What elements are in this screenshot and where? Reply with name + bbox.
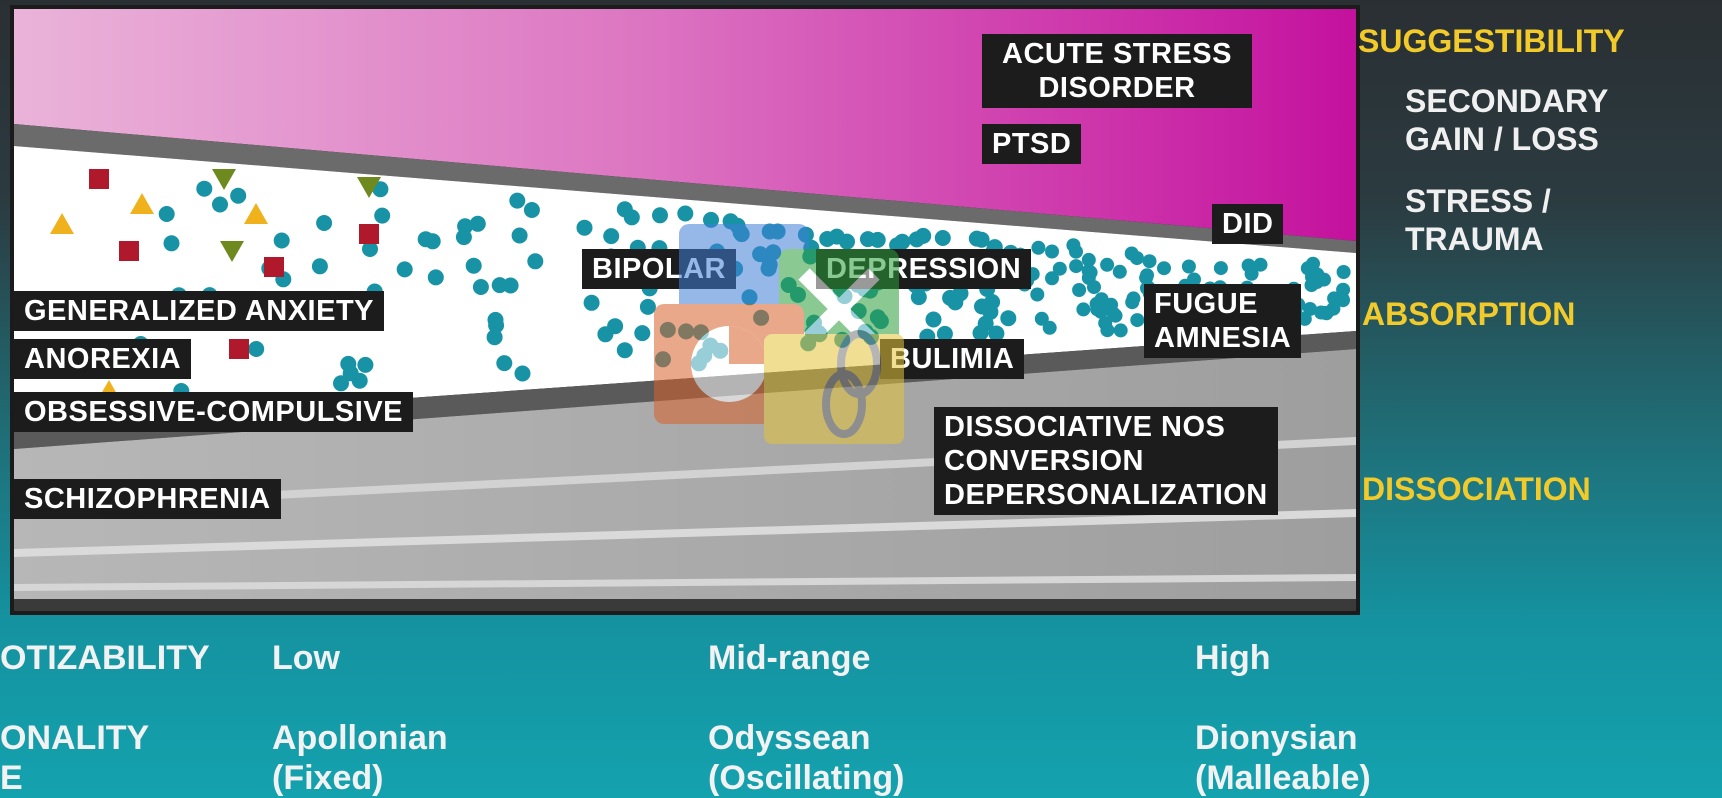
dot-marker — [1125, 295, 1139, 309]
dot-marker — [1072, 283, 1086, 297]
dot-marker — [488, 312, 504, 328]
label-generalized-anxiety: GENERALIZED ANXIETY — [14, 291, 384, 331]
scale-apollonian: Apollonian (Fixed) — [272, 718, 448, 798]
dot-marker — [1182, 260, 1196, 274]
dot-marker — [1130, 313, 1144, 327]
label-schizophrenia: SCHIZOPHRENIA — [14, 479, 281, 519]
dot-marker — [1114, 323, 1128, 337]
side-label-absorption: ABSORPTION — [1362, 295, 1575, 333]
side-label-dissociation: DISSOCIATION — [1362, 470, 1591, 508]
dot-marker — [1000, 310, 1016, 326]
side-label-stress-trauma: STRESS / TRAUMA — [1405, 182, 1551, 258]
dot-marker — [1157, 261, 1171, 275]
dot-marker — [248, 341, 264, 357]
dot-marker — [597, 326, 613, 342]
dot-marker — [1320, 306, 1334, 320]
dot-marker — [312, 258, 328, 274]
dot-marker — [496, 355, 512, 371]
dot-marker — [527, 253, 543, 269]
dot-marker — [1317, 273, 1331, 287]
dot-marker — [1254, 258, 1268, 272]
scale-row1-label: OTIZABILITY — [0, 638, 210, 678]
label-acute-stress-disorder: ACUTE STRESS DISORDER — [982, 34, 1252, 108]
dot-marker — [352, 373, 368, 389]
dot-marker — [1143, 254, 1157, 268]
scale-odyssean: Odyssean (Oscillating) — [708, 718, 904, 798]
dot-marker — [1305, 270, 1319, 284]
dot-marker — [515, 366, 531, 382]
dot-marker — [1242, 259, 1256, 273]
dot-marker — [164, 235, 180, 251]
dot-marker — [524, 202, 540, 218]
label-anorexia: ANOREXIA — [14, 339, 191, 379]
square-marker — [359, 224, 379, 244]
dot-marker — [577, 220, 593, 236]
dot-marker — [1214, 261, 1228, 275]
dot-marker — [617, 342, 633, 358]
label-obsessive-compulsive: OBSESSIVE-COMPULSIVE — [14, 392, 413, 432]
dot-marker — [584, 295, 600, 311]
dot-marker — [978, 316, 994, 332]
dot-marker — [1100, 323, 1114, 337]
dot-marker — [1031, 241, 1045, 255]
label-ptsd: PTSD — [982, 124, 1081, 164]
dot-marker — [1076, 302, 1090, 316]
dot-marker — [374, 208, 390, 224]
dot-marker — [159, 206, 175, 222]
scale-dionysian: Dionysian (Malleable) — [1195, 718, 1371, 798]
dot-marker — [1095, 292, 1109, 306]
dot-marker — [492, 277, 508, 293]
dot-marker — [316, 215, 332, 231]
dot-marker — [1045, 271, 1059, 285]
square-marker — [89, 169, 109, 189]
disorder-spectrum-diagram: ACUTE STRESS DISORDER PTSD DID BIPOLAR D… — [10, 5, 1360, 615]
dot-marker — [603, 228, 619, 244]
label-dissociative-group: DISSOCIATIVE NOS CONVERSION DEPERSONALIZ… — [934, 407, 1278, 515]
label-fugue-amnesia: FUGUE AMNESIA — [1144, 284, 1301, 358]
scale-mid-range: Mid-range — [708, 638, 870, 678]
dot-marker — [1327, 291, 1341, 305]
dot-marker — [1130, 251, 1144, 265]
dot-marker — [425, 233, 441, 249]
dot-marker — [1306, 257, 1320, 271]
side-label-suggestibility: SUGGESTIBILITY — [1358, 22, 1625, 60]
dot-marker — [274, 233, 290, 249]
dot-marker — [512, 228, 528, 244]
square-marker — [119, 241, 139, 261]
dot-marker — [428, 269, 444, 285]
square-marker — [264, 257, 284, 277]
dot-marker — [1045, 245, 1059, 259]
scale-high: High — [1195, 638, 1271, 678]
dot-marker — [1030, 288, 1044, 302]
office-suite-icon — [644, 214, 944, 464]
scale-row2-label: ONALITY E — [0, 718, 149, 798]
dot-marker — [196, 181, 212, 197]
dot-marker — [1066, 238, 1080, 252]
dot-marker — [1113, 265, 1127, 279]
label-did: DID — [1212, 204, 1283, 244]
dot-marker — [1337, 265, 1351, 279]
dot-marker — [1084, 265, 1098, 279]
dot-marker — [1069, 259, 1083, 273]
dot-marker — [509, 193, 525, 209]
dot-marker — [397, 261, 413, 277]
dot-marker — [470, 216, 486, 232]
scale-low: Low — [272, 638, 340, 678]
dot-marker — [1140, 268, 1154, 282]
dot-marker — [333, 375, 349, 391]
dot-marker — [212, 197, 228, 213]
dot-marker — [969, 231, 985, 247]
dot-marker — [1100, 258, 1114, 272]
dot-marker — [466, 258, 482, 274]
dot-marker — [617, 201, 633, 217]
dot-marker — [357, 357, 373, 373]
dot-marker — [1035, 312, 1049, 326]
side-label-secondary-gain-loss: SECONDARY GAIN / LOSS — [1405, 82, 1608, 158]
dot-marker — [230, 188, 246, 204]
dot-marker — [473, 279, 489, 295]
square-marker — [229, 339, 249, 359]
